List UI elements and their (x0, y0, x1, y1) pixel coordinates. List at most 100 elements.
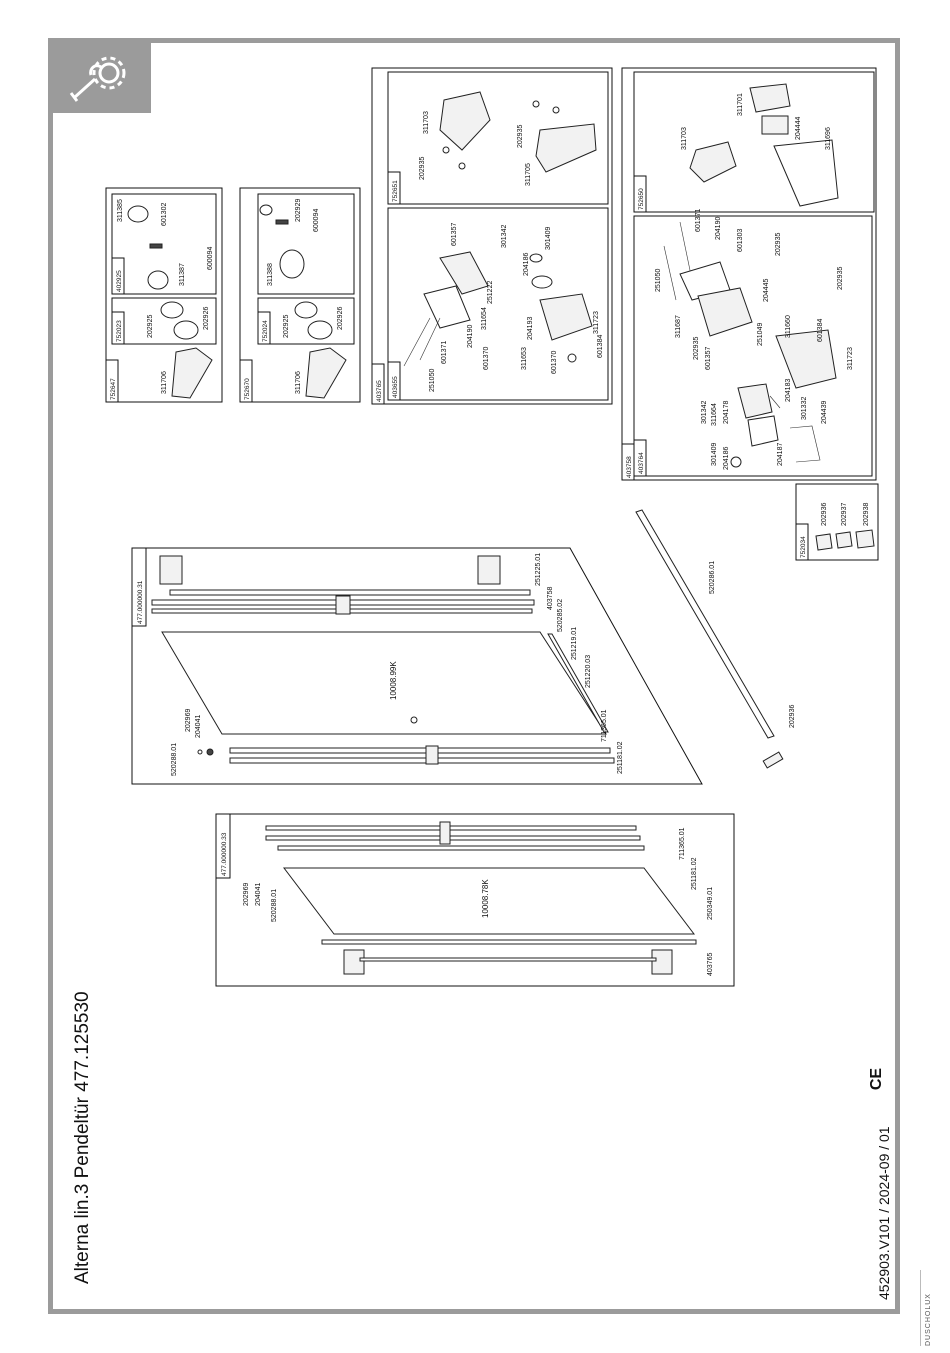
part-label: 601371 (695, 209, 702, 232)
knob (160, 301, 184, 319)
kit-tag-box (371, 363, 385, 405)
kit-outer-frame (621, 67, 877, 481)
profile-rail (229, 757, 615, 764)
part-label: 520285.02 (557, 599, 564, 632)
part-label: 204186 (523, 253, 530, 276)
part-label: 251049 (757, 323, 764, 346)
part-label: 520288.01 (271, 889, 278, 922)
page-frame (48, 38, 900, 1314)
end-cap (835, 531, 853, 549)
kit-tag-box (111, 257, 125, 295)
profile-connector (425, 745, 439, 765)
assembly-lower: 477.000000.33 711365.01 251181.02 250349… (215, 813, 735, 987)
kit-tag-box (633, 175, 647, 213)
profile-rail (169, 589, 531, 596)
kit-frame (387, 71, 609, 205)
part-label: 311703 (423, 111, 430, 134)
profile-rail (321, 939, 697, 945)
hinge-body (775, 329, 837, 389)
handle-cover (171, 347, 213, 399)
part-label: 202937 (841, 503, 848, 526)
pivot-block (737, 383, 773, 419)
profile-rail (359, 957, 657, 962)
part-label: 204190 (467, 325, 474, 348)
profile-rail (265, 835, 641, 841)
part-label: 251222 (487, 281, 494, 304)
kit-tag-box (387, 361, 401, 401)
part-label: 251181.02 (691, 857, 698, 890)
assembly-upper-frame (131, 547, 703, 785)
part-label: 311696 (825, 127, 832, 150)
cap (532, 100, 540, 108)
part-label: 251181.02 (617, 741, 624, 774)
part-label: 601302 (161, 203, 168, 226)
part-label: 301409 (545, 227, 552, 250)
part-label: 202929 (295, 199, 302, 222)
hinge-body (539, 293, 593, 341)
kit-752034-group: 752034 202936 202937 202938 (795, 483, 879, 561)
part-label: 311664 (711, 403, 718, 426)
threaded-rod (663, 245, 677, 301)
u-bracket (789, 425, 821, 463)
hinge-body (697, 287, 753, 337)
kit-tag: 752650 (638, 188, 645, 210)
part-label: 250349.01 (707, 887, 714, 920)
kit-tag: 752034 (800, 536, 807, 558)
kit-403758-group: 403758 403764 601371 204190 601303 20293… (621, 209, 873, 481)
pin (769, 395, 781, 409)
part-label: 311653 (521, 347, 528, 370)
washer (259, 204, 273, 216)
part-label: 204190 (715, 217, 722, 240)
part-label: 202926 (203, 307, 210, 330)
kit-752651-group: 752651 311703 202935 202935 311705 (371, 67, 613, 405)
screw (149, 243, 163, 249)
kit-frame (633, 71, 875, 213)
kit-tag: 752651 (392, 180, 399, 202)
screw (206, 748, 214, 756)
part-label: 301332 (801, 397, 808, 420)
kit-tag-box (795, 523, 809, 561)
handle-cover (305, 347, 347, 399)
part-label: 311654 (481, 307, 488, 330)
part-label: 311385 (117, 199, 124, 222)
washer (730, 456, 742, 468)
part-label: 601384 (597, 335, 604, 358)
kit-frame (105, 187, 223, 403)
part-label: 251219.01 (571, 627, 578, 660)
part-label: 204193 (527, 317, 534, 340)
kit-tag: 403758 (626, 456, 633, 478)
part-label: 251220.03 (585, 655, 592, 688)
part-label: 601370 (551, 351, 558, 374)
part-label: 311723 (593, 311, 600, 334)
kit-tag-box (239, 359, 253, 403)
end-cover (535, 123, 597, 173)
part-label: 601370 (483, 347, 490, 370)
kit-tag: 752647 (110, 378, 117, 400)
kit-tag-box (633, 439, 647, 477)
part-label: 301342 (501, 225, 508, 248)
part-label: 403758 (547, 587, 554, 610)
part-label: 202936 (789, 705, 796, 728)
screw (275, 219, 289, 225)
part-label: 202935 (693, 337, 700, 360)
part-label: 601371 (441, 341, 448, 364)
part-label: 202935 (419, 157, 426, 180)
part-label: 711365.01 (601, 709, 608, 742)
part-label: 600094 (207, 247, 214, 270)
part-label: 601384 (817, 319, 824, 342)
hinge-plate (747, 415, 779, 447)
part-label: 311706 (295, 371, 302, 394)
part-label: 311705 (525, 163, 532, 186)
kit-tag-box (387, 171, 401, 205)
kit-tag-box (257, 311, 271, 345)
kit-frame (633, 215, 873, 477)
wrench-gear-icon (69, 56, 126, 102)
knob-base (147, 270, 169, 290)
part-label: 311701 (737, 93, 744, 116)
assembly-upper-tag: 477.000000.31 (137, 580, 144, 624)
kit-tag: 403764 (638, 452, 645, 474)
part-label: 204041 (255, 883, 262, 906)
knob (307, 320, 333, 340)
part-label: 311388 (267, 263, 274, 286)
